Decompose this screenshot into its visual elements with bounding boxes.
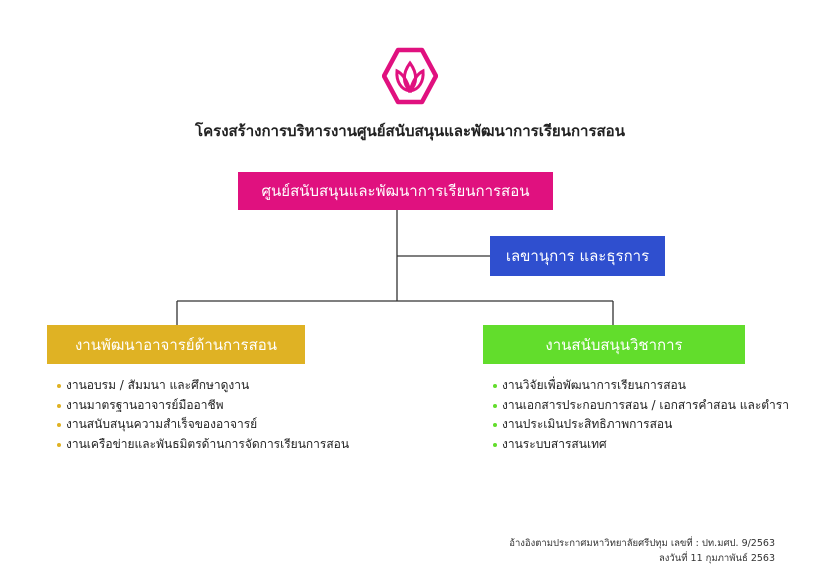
bullet-icon: [493, 423, 497, 427]
list-item: งานมาตรฐานอาจารย์มืออาชีพ: [57, 396, 349, 416]
academic-support-task-list: งานวิจัยเพื่อพัฒนาการเรียนการสอน งานเอกส…: [493, 376, 789, 454]
reference-line-1: อ้างอิงตามประกาศมหาวิทยาลัยศรีปทุม เลขที…: [509, 538, 775, 549]
list-item: งานอบรม / สัมมนา และศึกษาดูงาน: [57, 376, 349, 396]
bullet-icon: [57, 423, 61, 427]
secretary-box: เลขานุการ และธุรการ: [490, 236, 665, 276]
list-item-label: งานเครือข่ายและพันธมิตรด้านการจัดการเรีย…: [66, 436, 350, 451]
secretary-label: เลขานุการ และธุรการ: [505, 247, 650, 265]
teaching-dev-unit-box: งานพัฒนาอาจารย์ด้านการสอน: [47, 325, 305, 364]
bullet-icon: [57, 442, 61, 447]
list-item-label: งานระบบสารสนเทศ: [502, 436, 607, 451]
bullet-icon: [57, 384, 61, 388]
page-title: โครงสร้างการบริหารงานศูนย์สนับสนุนและพัฒ…: [195, 122, 625, 140]
list-item: งานระบบสารสนเทศ: [493, 435, 789, 455]
academic-support-unit-label: งานสนับสนุนวิชาการ: [545, 335, 683, 354]
list-item-label: งานวิจัยเพื่อพัฒนาการเรียนการสอน: [502, 378, 686, 392]
list-item-label: งานมาตรฐานอาจารย์มืออาชีพ: [66, 397, 224, 412]
list-item-label: งานอบรม / สัมมนา และศึกษาดูงาน: [66, 378, 250, 392]
center-unit-box: ศูนย์สนับสนุนและพัฒนาการเรียนการสอน: [238, 172, 553, 210]
list-item: งานสนับสนุนความสำเร็จของอาจารย์: [57, 415, 349, 435]
academic-support-unit-box: งานสนับสนุนวิชาการ: [483, 325, 745, 364]
teaching-dev-task-list: งานอบรม / สัมมนา และศึกษาดูงาน งานมาตรฐา…: [57, 376, 349, 454]
center-unit-label: ศูนย์สนับสนุนและพัฒนาการเรียนการสอน: [261, 182, 530, 200]
list-item: งานเอกสารประกอบการสอน / เอกสารคำสอน และต…: [493, 396, 789, 416]
bullet-icon: [57, 403, 61, 408]
list-item-label: งานเอกสารประกอบการสอน / เอกสารคำสอน และต…: [502, 397, 789, 412]
reference-note: อ้างอิงตามประกาศมหาวิทยาลัยศรีปทุม เลขที…: [509, 536, 775, 566]
list-item-label: งานประเมินประสิทธิภาพการสอน: [502, 417, 673, 431]
list-item: งานเครือข่ายและพันธมิตรด้านการจัดการเรีย…: [57, 435, 349, 455]
list-item: งานประเมินประสิทธิภาพการสอน: [493, 415, 789, 435]
lotus-logo-icon: [382, 47, 438, 105]
teaching-dev-unit-label: งานพัฒนาอาจารย์ด้านการสอน: [74, 335, 277, 354]
list-item: งานวิจัยเพื่อพัฒนาการเรียนการสอน: [493, 376, 789, 396]
reference-line-2: ลงวันที่ 11 กุมภาพันธ์ 2563: [658, 553, 775, 564]
bullet-icon: [493, 442, 497, 447]
bullet-icon: [493, 403, 497, 408]
list-item-label: งานสนับสนุนความสำเร็จของอาจารย์: [66, 417, 258, 431]
bullet-icon: [493, 384, 497, 388]
